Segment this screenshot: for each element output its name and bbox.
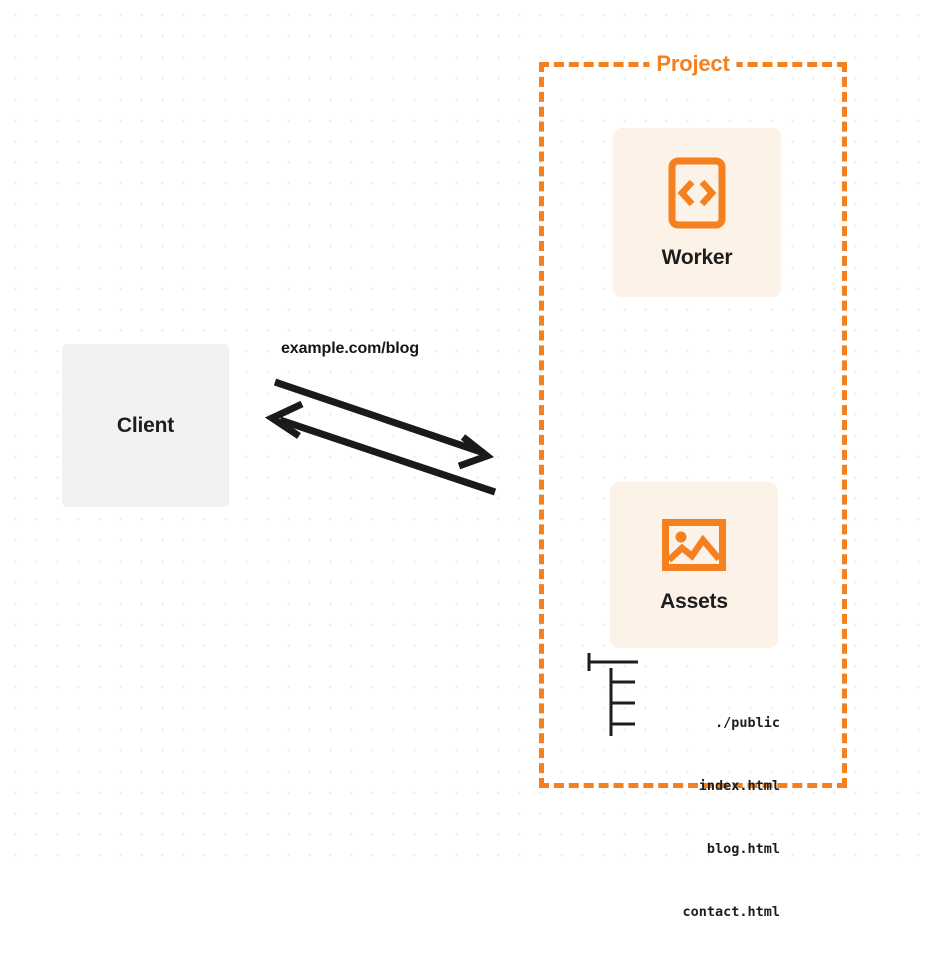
project-boundary: Project: [539, 51, 847, 788]
tree-file-label: index.html: [698, 778, 780, 794]
worker-node: Worker: [613, 128, 781, 297]
response-arrow-line: [278, 416, 497, 496]
project-title: Project: [649, 51, 737, 77]
tree-row-file: index.html: [583, 776, 783, 797]
client-node: Client: [62, 344, 229, 507]
assets-label: Assets: [660, 590, 728, 613]
worker-label: Worker: [661, 245, 733, 269]
assets-node: Assets: [610, 482, 778, 648]
client-label: Client: [116, 413, 175, 437]
diagram-canvas: Client example.com/blog Project Worker: [0, 0, 938, 920]
asset-file-tree: ./public index.html blog.html contact.ht…: [583, 650, 783, 965]
code-brackets-icon: [668, 157, 726, 228]
tree-root-label: ./public: [714, 715, 780, 731]
tree-row-file: blog.html: [583, 839, 783, 860]
tree-file-label: contact.html: [682, 904, 780, 920]
request-arrow-head: [457, 434, 495, 470]
request-arrow-line: [273, 378, 486, 457]
tree-row-file: contact.html: [583, 902, 783, 923]
tree-file-label: blog.html: [706, 841, 780, 857]
request-url-label: example.com/blog: [281, 340, 419, 357]
response-arrow-head: [264, 400, 304, 439]
tree-row-root: ./public: [583, 713, 783, 734]
image-icon: [662, 519, 726, 571]
